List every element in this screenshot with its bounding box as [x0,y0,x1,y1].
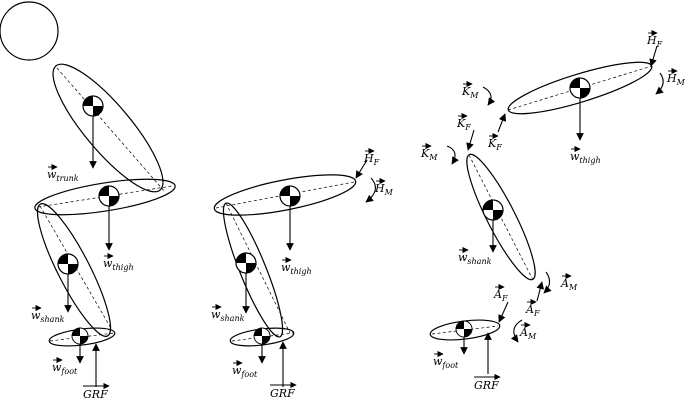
thigh-com-icon-3 [569,77,591,99]
shank-com-icon [57,253,79,275]
knee-force-arrow-shank [466,129,475,151]
hip-moment-arrow [365,177,377,203]
foot-com-icon-2 [253,327,271,345]
a-f-label-shank: AF [525,303,540,318]
figure-free-body: HF HM KM KF wthigh KF KM wshank AM AF [420,29,686,392]
thigh-com-icon-2 [279,185,301,207]
grf-label: GRF [83,388,108,401]
knee-force-arrow-thigh [497,113,507,133]
knee-moment-arrow-shank [446,145,459,165]
shank-com-icon-3 [482,199,504,221]
hip-force-arrow-3 [649,45,658,67]
h-f-label-3: HF [646,34,663,49]
w-thigh-label: wthigh [103,257,134,272]
w-foot-label-3: wfoot [433,355,459,370]
knee-moment-arrow-thigh [482,86,496,106]
thigh-segment [34,178,176,216]
ankle-moment-arrow-shank [543,271,552,294]
foot-axis-2 [231,332,294,342]
w-trunk-label: wtrunk [47,168,79,183]
thigh-axis-2 [215,181,355,209]
grf-label-3: GRF [474,379,499,392]
trunk-com-icon [82,95,104,117]
ankle-force-arrow-foot [498,301,509,323]
h-m-label-3: HM [666,72,686,87]
hip-force-arrow [355,159,368,179]
thigh-com-icon [98,185,120,207]
w-foot-label-2: wfoot [232,364,258,379]
w-shank-label-3: wshank [458,251,492,266]
k-m-label-shank: KM [420,147,438,162]
foot-com-icon [71,327,89,345]
shank-axis-2 [225,202,291,334]
ankle-moment-arrow-foot [510,319,523,343]
a-f-label-foot: AF [493,288,508,303]
shank-axis-3 [468,154,534,281]
w-thigh-label-3: wthigh [570,150,601,165]
figure-lower-body: wthigh wshank wfoot GRF HF HM [211,147,394,400]
w-foot-label: wfoot [52,361,78,376]
a-m-label-shank: AM [560,277,578,292]
foot-com-icon-3 [455,320,473,338]
ankle-force-arrow-shank [536,281,544,302]
a-m-label-foot: AM [519,326,537,341]
k-f-label-shank: KF [456,117,471,132]
k-f-label-thigh: KF [487,137,502,152]
grf-label-2: GRF [270,387,295,400]
hip-moment-arrow-3 [655,72,664,95]
head-segment [0,1,59,61]
w-thigh-label-2: wthigh [281,261,312,276]
w-shank-label-2: wshank [211,308,245,323]
figure-full-body: wtrunk wthigh wshank wfoot GRF [0,1,176,401]
trunk-segment [52,63,164,193]
h-m-label: HM [374,182,394,197]
thigh-segment-2 [213,174,357,216]
w-shank-label: wshank [31,309,65,324]
shank-segment [36,203,112,337]
shank-com-icon-2 [235,252,257,274]
h-f-label: HF [363,152,380,167]
k-m-label-thigh: KM [461,85,479,100]
